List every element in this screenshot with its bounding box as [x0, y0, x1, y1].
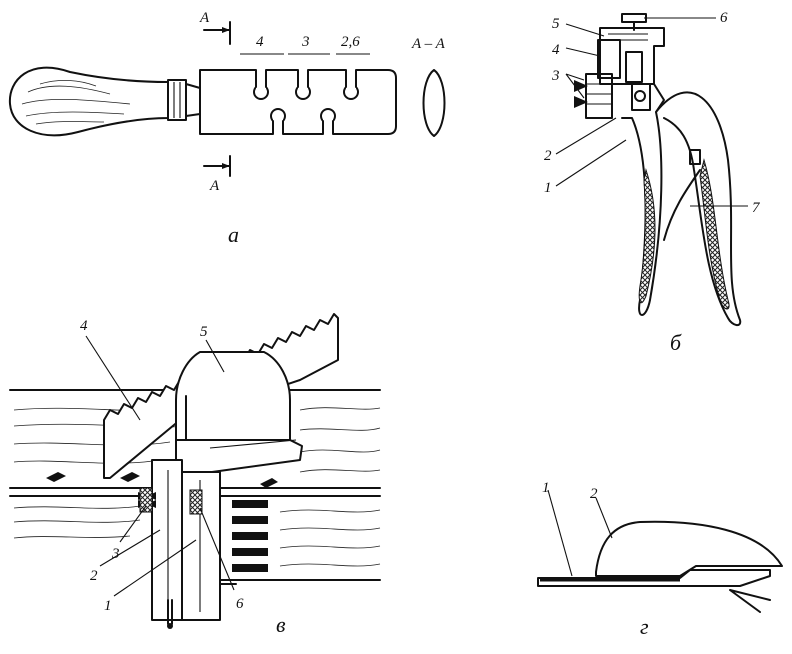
- panel-a-saw-set-key: A A 4 3 2,6 A – A а: [8, 10, 446, 247]
- caption-g: г: [640, 614, 649, 639]
- dim-2-6: 2,6: [341, 34, 360, 50]
- part-4-label-v: 4: [80, 318, 88, 334]
- dim-3: 3: [301, 34, 310, 50]
- part-4-label: 4: [552, 42, 560, 58]
- part-1-label: 1: [544, 180, 552, 196]
- part-6-label-v: 6: [236, 596, 244, 612]
- part-5-label-v: 5: [200, 324, 208, 340]
- part-2-label-g: 2: [590, 486, 598, 502]
- caption-b: б: [670, 330, 682, 355]
- panel-b-pliers-saw-set: 5 6 4 3 2 1 7 б: [544, 10, 761, 355]
- part-5-label: 5: [552, 16, 560, 32]
- part-2-label-v: 2: [90, 568, 98, 584]
- part-1-label-g: 1: [542, 480, 550, 496]
- panel-g-plate-setter: 1 2 г: [537, 480, 783, 639]
- panel-v-vise-setting: 4 5 3 2 1 6 в: [9, 313, 381, 637]
- part-6-label: 6: [720, 10, 728, 26]
- section-mark-top: A: [199, 10, 210, 26]
- part-3-label: 3: [551, 68, 560, 84]
- part-2-label: 2: [544, 148, 552, 164]
- dim-4: 4: [256, 34, 264, 50]
- part-7-label: 7: [752, 200, 761, 216]
- section-mark-bottom: A: [209, 178, 220, 194]
- caption-v: в: [276, 612, 286, 637]
- part-3-label-v: 3: [111, 546, 120, 562]
- part-1-label-v: 1: [104, 598, 112, 614]
- section-view-label: A – A: [411, 36, 446, 52]
- caption-a: а: [228, 222, 239, 247]
